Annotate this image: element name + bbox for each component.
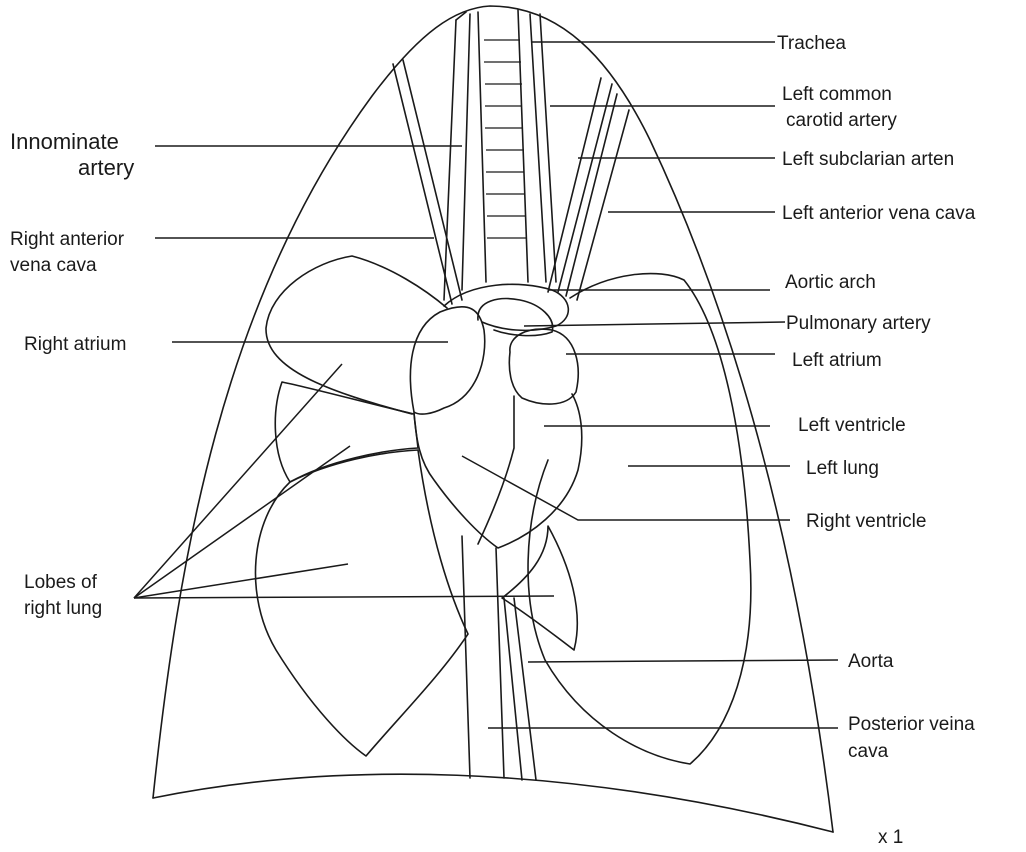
label-left-lung: Left lung — [806, 458, 879, 479]
label-posterior-vena-cava-line1: Posterior veina — [848, 714, 975, 735]
label-pulmonary-artery: Pulmonary artery — [786, 313, 931, 334]
left-lung — [528, 274, 751, 764]
label-right-ventricle: Right ventricle — [806, 511, 926, 532]
label-lobes-right-lung-line2: right lung — [24, 598, 102, 619]
label-posterior-vena-cava-line2: cava — [848, 741, 889, 762]
right-lung-middle-lobe — [275, 382, 418, 482]
label-aortic-arch: Aortic arch — [785, 272, 876, 293]
label-left-anterior-vena-cava: Left anterior vena cava — [782, 203, 976, 224]
label-right-anterior-vena-cava-line2: vena cava — [10, 255, 97, 276]
thorax-outline — [153, 6, 833, 832]
right-atrium — [410, 307, 484, 414]
diaphragm-line — [153, 774, 833, 832]
label-left-subclavian: Left subclarian arten — [782, 149, 954, 170]
aorta-and-vena-cava — [462, 536, 536, 780]
label-left-common-carotid-line1: Left common — [782, 84, 892, 105]
label-left-ventricle: Left ventricle — [798, 415, 906, 436]
label-magnification: x 1 — [878, 827, 903, 848]
label-trachea: Trachea — [777, 33, 846, 54]
label-right-atrium: Right atrium — [24, 334, 126, 355]
label-left-common-carotid-line2: carotid artery — [786, 110, 897, 131]
left-atrium-shape — [509, 329, 578, 404]
ventricles — [414, 394, 582, 548]
label-innominate-line2: artery — [78, 155, 134, 180]
label-right-anterior-vena-cava-line1: Right anterior — [10, 229, 125, 250]
right-lung-lower-lobe — [255, 450, 468, 756]
right-lung-upper-lobe — [266, 256, 447, 414]
interventricular-line — [478, 396, 514, 544]
label-aorta: Aorta — [848, 651, 894, 672]
azygos-lobe — [502, 526, 577, 650]
neck-vessels — [393, 14, 629, 304]
label-innominate-line1: Innominate — [10, 129, 119, 154]
leader-lines — [134, 42, 838, 728]
label-left-atrium: Left atrium — [792, 350, 882, 371]
label-lobes-right-lung-line1: Lobes of — [24, 572, 98, 593]
